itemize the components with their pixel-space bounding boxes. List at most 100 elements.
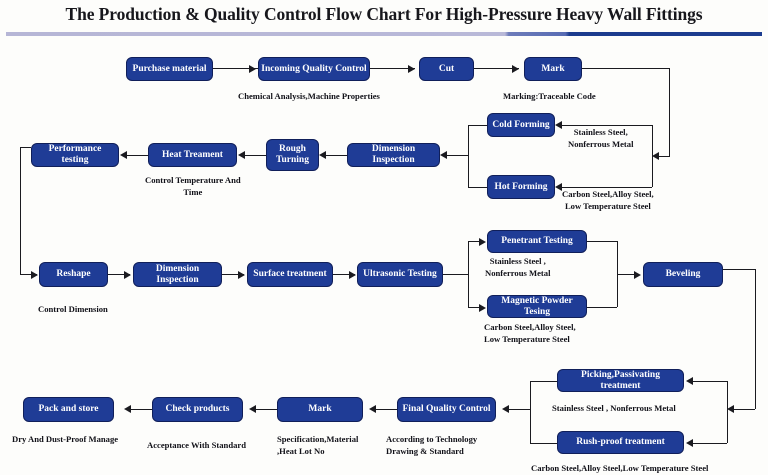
connector-cut-to-mark — [474, 68, 519, 69]
node-incoming-quality-control[interactable]: Incoming Quality Control — [258, 57, 370, 81]
caption-control-temperature: Control Temperature And Time — [145, 175, 241, 197]
connector-bus-to-final-qc — [508, 409, 530, 410]
arrow-left-icon — [686, 439, 693, 447]
arrow-right-icon — [31, 271, 38, 279]
connector-reshape-to-diminsp — [108, 274, 130, 275]
arrow-left-icon — [319, 151, 326, 159]
node-rough-turning[interactable]: Rough Turning — [266, 139, 319, 171]
connector-picking-out — [530, 381, 557, 382]
connector-penetrant-out — [587, 241, 617, 242]
node-cut[interactable]: Cut — [419, 57, 474, 81]
arrow-right-icon — [349, 271, 356, 279]
arrow-right-icon — [238, 271, 245, 279]
arrow-left-icon — [727, 405, 734, 413]
connector-bus-to-hot-forming — [562, 187, 652, 188]
title-divider-bar — [6, 32, 762, 36]
node-picking-passivating-treatment[interactable]: Picking,Passivating treatment — [557, 369, 684, 392]
connector-bus-to-beveling — [617, 274, 639, 275]
arrow-left-icon — [686, 377, 693, 385]
arrow-right-icon — [634, 271, 641, 279]
node-surface-treatment[interactable]: Surface treatment — [247, 262, 333, 287]
connector-performance-down — [20, 147, 21, 275]
arrow-left-icon — [124, 405, 131, 413]
caption-acceptance-with-standard: Acceptance With Standard — [147, 440, 246, 450]
node-mark-bottom[interactable]: Mark — [277, 397, 363, 422]
node-reshape[interactable]: Reshape — [39, 262, 108, 287]
arrow-left-icon — [249, 405, 256, 413]
connector-finalqc-to-mark — [375, 409, 397, 410]
connector-performance-left — [20, 147, 31, 148]
connector-mark-to-checkproducts — [255, 409, 277, 410]
arrow-right-icon — [479, 238, 486, 246]
arrow-right-icon — [249, 65, 256, 73]
arrow-right-icon — [479, 304, 486, 312]
node-dimension-inspection-row2[interactable]: Dimension Inspection — [347, 143, 440, 167]
connector-diminsp-to-roughturning — [325, 155, 347, 156]
caption-chemical-analysis: Chemical Analysis,Machine Properties — [238, 91, 380, 101]
node-penetrant-testing[interactable]: Penetrant Testing — [487, 230, 587, 253]
arrow-right-icon — [124, 271, 131, 279]
caption-carbon-row3: Carbon Steel,Alloy Steel, Low Temperatur… — [484, 322, 576, 344]
connector-surface-to-ultrasonic — [333, 274, 355, 275]
caption-carbon-row2: Carbon Steel,Alloy Steel, Low Temperatur… — [562, 189, 654, 211]
connector-roughturning-to-heattreatment — [244, 155, 266, 156]
treatment-merge-bus — [530, 381, 531, 443]
connector-diminsp-to-surface — [222, 274, 244, 275]
connector-mark-right — [582, 68, 670, 69]
arrow-left-icon — [502, 405, 509, 413]
node-rush-proof-treatment[interactable]: Rush-proof treatment — [557, 431, 684, 454]
arrow-left-icon — [238, 151, 245, 159]
arrow-left-icon — [120, 151, 127, 159]
connector-into-treatment-bus — [734, 409, 755, 410]
caption-stainless-row3: Stainless Steel , Nonferrous Metal — [485, 256, 551, 278]
arrow-right-icon — [512, 65, 519, 73]
arrow-left-icon — [555, 121, 562, 129]
caption-marking-traceable: Marking:Traceable Code — [503, 91, 596, 101]
connector-bus-to-penetrant — [468, 241, 482, 242]
connector-rushproof-out — [530, 443, 557, 444]
connector-checkproducts-to-pack — [130, 409, 152, 410]
connector-ultrasonic-to-bus — [443, 274, 468, 275]
node-cold-forming[interactable]: Cold Forming — [487, 113, 555, 137]
connector-bus-to-dimension-inspection — [446, 155, 468, 156]
node-ultrasonic-testing[interactable]: Ultrasonic Testing — [357, 262, 443, 287]
connector-purchase-to-iqc — [213, 68, 258, 69]
arrow-left-icon — [440, 151, 447, 159]
node-check-products[interactable]: Check products — [152, 397, 243, 422]
node-beveling[interactable]: Beveling — [643, 262, 723, 287]
forming-distribution-bus — [652, 125, 653, 187]
node-pack-and-store[interactable]: Pack and store — [23, 397, 114, 422]
arrow-left-icon — [555, 183, 562, 191]
node-purchase-material[interactable]: Purchase material — [126, 57, 213, 81]
arrow-right-icon — [408, 65, 415, 73]
connector-bus-to-picking — [693, 381, 727, 382]
arrow-left-icon — [652, 152, 659, 160]
connector-beveling-down — [755, 269, 756, 409]
connector-cold-forming-out — [468, 125, 487, 126]
arrow-left-icon — [369, 405, 376, 413]
caption-control-dimension: Control Dimension — [38, 304, 108, 314]
node-final-quality-control[interactable]: Final Quality Control — [397, 397, 496, 422]
caption-dry-dust-proof: Dry And Dust-Proof Manage — [12, 434, 119, 444]
connector-bus-to-magnetic — [468, 307, 482, 308]
treatment-distribution-bus — [727, 381, 728, 443]
connector-mark-down — [669, 68, 670, 156]
connector-beveling-right — [723, 269, 755, 270]
node-heat-treatment[interactable]: Heat Treament — [148, 143, 237, 167]
connector-bus-to-rushproof — [693, 443, 727, 444]
connector-hot-forming-out — [468, 187, 487, 188]
node-dimension-inspection-row3[interactable]: Dimension Inspection — [133, 262, 222, 287]
caption-stainless-row2: Stainless Steel, Nonferrous Metal — [568, 127, 634, 149]
forming-merge-bus — [468, 125, 469, 187]
page-title: The Production & Quality Control Flow Ch… — [65, 4, 703, 24]
caption-according-to-technology: According to Technology Drawing & Standa… — [386, 434, 478, 456]
connector-down-to-reshape — [20, 274, 37, 275]
ndt-distribution-bus — [468, 241, 469, 307]
connector-into-forming-bus — [659, 156, 670, 157]
node-performance-testing[interactable]: Performance testing — [31, 143, 119, 167]
node-magnetic-powder-testing[interactable]: Magnetic Powder Tesing — [487, 295, 587, 318]
node-mark-top[interactable]: Mark — [524, 57, 582, 81]
connector-magnetic-out — [587, 307, 617, 308]
node-hot-forming[interactable]: Hot Forming — [487, 175, 555, 199]
